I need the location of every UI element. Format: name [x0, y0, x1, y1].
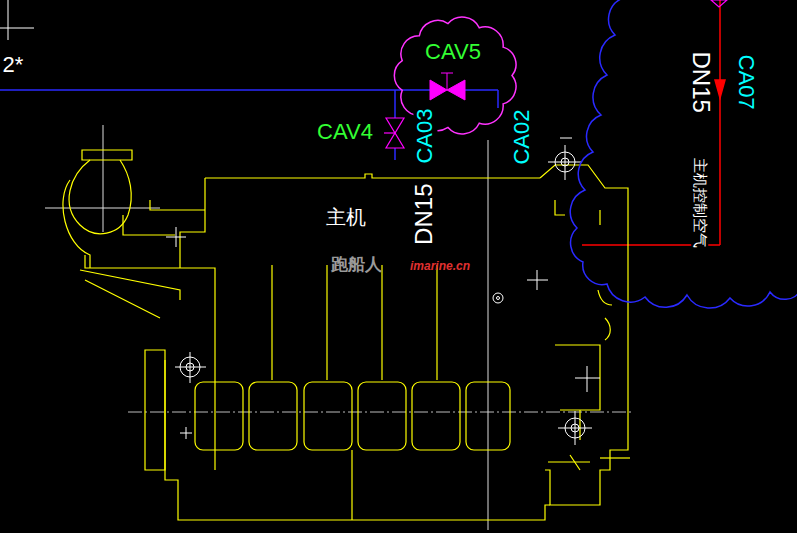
centre-mark: [166, 138, 600, 445]
engine-body: 主机: [170, 165, 635, 525]
pipe-tag: CA02: [511, 108, 535, 165]
valve-symbol: [384, 118, 404, 148]
watermark: 跑船人: [330, 256, 383, 275]
watermark: imarine.cn: [409, 260, 471, 273]
valve-tag: CAV5: [424, 40, 482, 64]
cloud-outline: [575, 0, 797, 302]
pipe-size: DN15: [688, 50, 714, 113]
revision-cloud: DN15 CA07 主机控制空气: [575, 0, 797, 302]
engine-name: 主机: [325, 206, 367, 228]
valve-symbol: [430, 73, 465, 100]
sheet-mark: 2*: [2, 53, 25, 77]
pipe-tag: CA07: [734, 53, 758, 110]
pipe-line: [45, 125, 488, 530]
engine-outline: [63, 150, 630, 520]
centre-line: [128, 412, 633, 413]
cloud-outline: [570, 0, 797, 308]
pipe-size: DN15: [412, 182, 438, 245]
line-note: 主机控制空气: [692, 157, 709, 249]
valve-symbol: [711, 0, 727, 7]
corner-mark: [0, 0, 34, 40]
valve-tag: CAV4: [316, 120, 374, 144]
pipe-tag: CA03: [414, 107, 438, 164]
